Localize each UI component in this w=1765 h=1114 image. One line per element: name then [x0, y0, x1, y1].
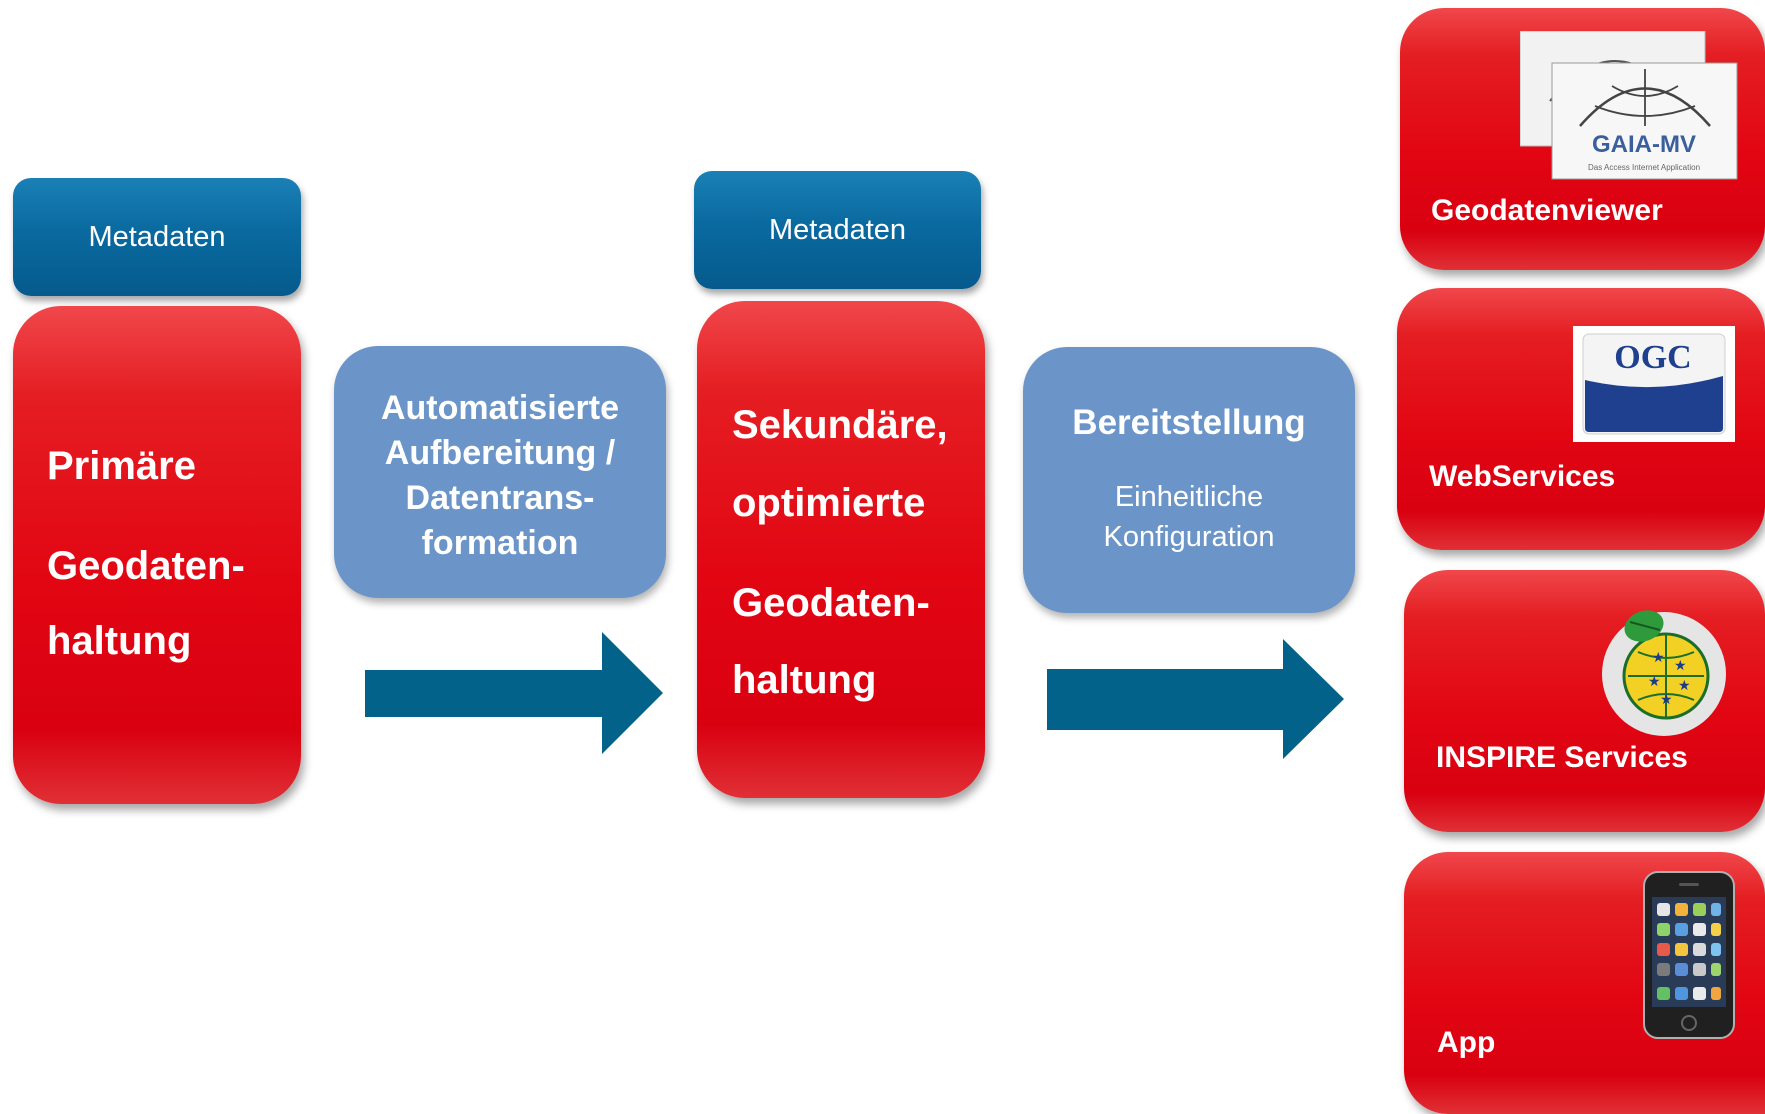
primary-line2: Geodaten-: [47, 544, 245, 588]
metadata-box-primary: Metadaten: [13, 178, 301, 296]
output-app: App: [1404, 852, 1765, 1114]
output-geodatenviewer: GAIA-MV Das Access Internet Application …: [1400, 8, 1765, 270]
process1-line2: Aufbereitung /: [384, 434, 616, 472]
output-label-inspire: INSPIRE Services: [1436, 741, 1688, 774]
process1-line4: formation: [421, 524, 579, 562]
gaia-logo-sub: Das Access Internet Application: [1588, 163, 1700, 172]
output-label-webservices: WebServices: [1429, 460, 1616, 493]
metadata-label: Metadaten: [88, 220, 226, 253]
output-inspire-services: ★ ★ ★ ★ ★ INSPIRE Services: [1404, 570, 1765, 832]
metadata-box-secondary: Metadaten: [694, 171, 981, 289]
svg-text:★: ★: [1674, 658, 1687, 674]
primary-geodata-box: Primäre Geodaten- haltung: [13, 306, 301, 804]
output-label-geodatenviewer: Geodatenviewer: [1431, 194, 1663, 227]
secondary-line1: Sekundäre,: [732, 403, 948, 447]
metadata-label: Metadaten: [768, 213, 907, 246]
secondary-line4: haltung: [732, 658, 877, 702]
ogc-logo: OGC: [1573, 326, 1735, 442]
provision-title: Bereitstellung: [1072, 403, 1306, 442]
svg-text:★: ★: [1652, 650, 1665, 666]
arrow-right-1: [365, 632, 663, 754]
primary-line3: haltung: [47, 619, 192, 663]
secondary-line2: optimierte: [732, 481, 926, 525]
secondary-line3: Geodaten-: [732, 581, 930, 625]
transformation-process-box: Automatisierte Aufbereitung / Datentrans…: [334, 346, 666, 598]
provision-sub2: Konfiguration: [1103, 521, 1275, 553]
svg-text:★: ★: [1648, 674, 1661, 690]
ogc-logo-text: OGC: [1614, 339, 1691, 376]
process1-line3: Datentrans-: [405, 479, 595, 517]
primary-line1: Primäre: [47, 444, 196, 488]
arrow-right-2: [1047, 639, 1344, 759]
globe-grid-logo: GAIA-MV Das Access Internet Application: [1520, 31, 1738, 180]
svg-text:★: ★: [1678, 678, 1691, 694]
smartphone-icon: [1643, 871, 1735, 1039]
process1-line1: Automatisierte: [380, 389, 620, 427]
provision-process-box: Bereitstellung Einheitliche Konfiguratio…: [1023, 347, 1355, 613]
svg-text:★: ★: [1660, 692, 1673, 708]
output-webservices: OGC WebServices: [1397, 288, 1765, 550]
provision-sub1: Einheitliche: [1114, 481, 1264, 513]
inspire-globe-logo: ★ ★ ★ ★ ★: [1602, 610, 1726, 736]
secondary-geodata-box: Sekundäre, optimierte Geodaten- haltung: [697, 301, 985, 798]
output-label-app: App: [1437, 1026, 1496, 1059]
gaia-logo-text: GAIA-MV: [1592, 131, 1696, 158]
